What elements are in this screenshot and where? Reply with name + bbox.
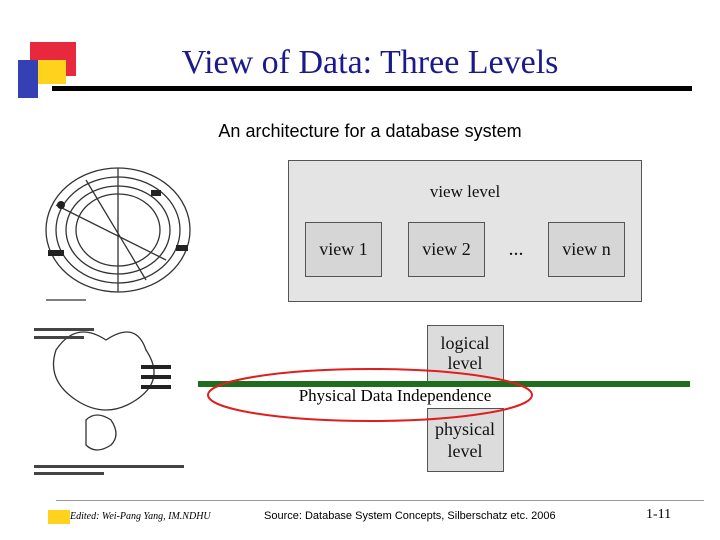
view-2-label: view 2 [422, 239, 471, 259]
slide-subtitle: An architecture for a database system [218, 121, 522, 141]
view-2-box: view 2 [408, 222, 485, 277]
physical-data-independence-label: Physical Data Independence [298, 386, 492, 405]
view-n-box: view n [548, 222, 625, 277]
view-n-label: view n [562, 239, 611, 259]
physical-level-label: physical level [435, 419, 495, 461]
views-ellipsis: ... [508, 238, 524, 260]
independence-line [198, 381, 690, 387]
page-number: 1-11 [646, 507, 672, 522]
title-underline [52, 86, 692, 91]
layout-figure-image [34, 167, 191, 475]
footer-rule [56, 500, 704, 501]
view-1-box: view 1 [305, 222, 382, 277]
footer-editor: Edited: Wei-Pang Yang, IM.NDHU [70, 511, 211, 522]
view-level-label: view level [429, 182, 501, 201]
logo-blue-square [18, 60, 38, 98]
independence-ellipse [207, 368, 533, 422]
logical-level-label: logical level [440, 333, 490, 373]
footer-source: Source: Database System Concepts, Silber… [264, 510, 556, 522]
slide-title: View of Data: Three Levels [181, 44, 559, 81]
footer-yellow-marker [48, 510, 70, 524]
view-1-label: view 1 [319, 239, 368, 259]
